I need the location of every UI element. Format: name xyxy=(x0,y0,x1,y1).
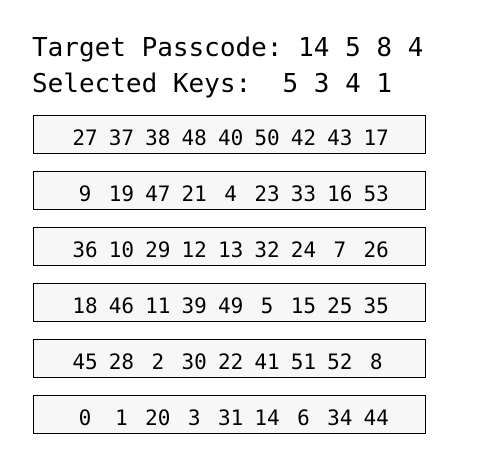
key-button[interactable]: 45 xyxy=(72,350,98,374)
key-button[interactable]: 3 xyxy=(187,406,201,430)
key-button[interactable]: 20 xyxy=(145,406,171,430)
key-button[interactable]: 0 xyxy=(78,406,92,430)
key-button[interactable]: 42 xyxy=(290,126,317,150)
key-button[interactable]: 33 xyxy=(290,182,317,206)
target-passcode-value: 14 5 8 4 xyxy=(298,33,424,63)
key-button[interactable]: 6 xyxy=(297,406,310,430)
key-button[interactable]: 52 xyxy=(327,350,353,374)
key-row-4: 18 46 11 39 49 5 15 25 35 xyxy=(33,283,426,322)
key-button[interactable]: 35 xyxy=(363,294,389,318)
target-passcode-line: Target Passcode: 14 5 8 4 xyxy=(32,33,423,63)
selected-keys-line: Selected Keys: 5 3 4 1 xyxy=(32,69,392,99)
key-button[interactable]: 49 xyxy=(217,294,244,318)
key-button[interactable]: 30 xyxy=(181,350,207,374)
key-button[interactable]: 5 xyxy=(260,294,274,318)
key-button[interactable]: 9 xyxy=(78,182,92,206)
key-button[interactable]: 48 xyxy=(181,126,207,150)
key-button[interactable]: 11 xyxy=(145,294,171,318)
key-button[interactable]: 23 xyxy=(254,182,280,206)
target-passcode-label: Target Passcode: xyxy=(32,33,283,63)
key-row-5: 45 28 2 30 22 41 51 52 8 xyxy=(33,339,426,378)
key-button[interactable]: 14 xyxy=(254,406,280,430)
key-button[interactable]: 17 xyxy=(363,126,389,150)
key-button[interactable]: 26 xyxy=(363,238,389,262)
key-button[interactable]: 24 xyxy=(290,238,317,262)
key-button[interactable]: 53 xyxy=(363,182,389,206)
key-button[interactable]: 8 xyxy=(369,350,383,374)
key-button[interactable]: 29 xyxy=(145,238,171,262)
selected-keys-value: 5 3 4 1 xyxy=(282,69,393,99)
key-row-2: 9 19 47 21 4 23 33 16 53 xyxy=(33,171,426,210)
key-button[interactable]: 51 xyxy=(290,350,317,374)
key-button[interactable]: 41 xyxy=(254,350,280,374)
key-button[interactable]: 27 xyxy=(72,126,98,150)
key-button[interactable]: 34 xyxy=(327,406,353,430)
key-row-1: 27 37 38 48 40 50 42 43 17 xyxy=(33,115,426,154)
key-button[interactable]: 15 xyxy=(290,294,317,318)
key-button[interactable]: 16 xyxy=(327,182,353,206)
key-button[interactable]: 1 xyxy=(115,406,128,430)
key-button[interactable]: 38 xyxy=(145,126,171,150)
key-button[interactable]: 40 xyxy=(217,126,244,150)
selected-keys-label: Selected Keys: xyxy=(32,69,252,99)
key-button[interactable]: 36 xyxy=(72,238,98,262)
key-button[interactable]: 2 xyxy=(151,350,165,374)
key-button[interactable]: 12 xyxy=(181,238,207,262)
key-button[interactable]: 31 xyxy=(217,406,244,430)
key-row-3: 36 10 29 12 13 32 24 7 26 xyxy=(33,227,426,266)
key-button[interactable]: 7 xyxy=(333,238,347,262)
key-button[interactable]: 19 xyxy=(108,182,135,206)
key-button[interactable]: 18 xyxy=(72,294,98,318)
key-button[interactable]: 25 xyxy=(327,294,353,318)
key-button[interactable]: 22 xyxy=(217,350,244,374)
key-button[interactable]: 28 xyxy=(108,350,135,374)
key-button[interactable]: 43 xyxy=(327,126,353,150)
key-button[interactable]: 50 xyxy=(254,126,280,150)
key-button[interactable]: 32 xyxy=(254,238,280,262)
key-button[interactable]: 21 xyxy=(181,182,207,206)
key-button[interactable]: 4 xyxy=(224,182,237,206)
key-button[interactable]: 10 xyxy=(108,238,135,262)
key-button[interactable]: 37 xyxy=(108,126,135,150)
key-button[interactable]: 13 xyxy=(217,238,244,262)
key-button[interactable]: 46 xyxy=(108,294,135,318)
key-button[interactable]: 47 xyxy=(145,182,171,206)
key-button[interactable]: 44 xyxy=(363,406,389,430)
key-button[interactable]: 39 xyxy=(181,294,207,318)
